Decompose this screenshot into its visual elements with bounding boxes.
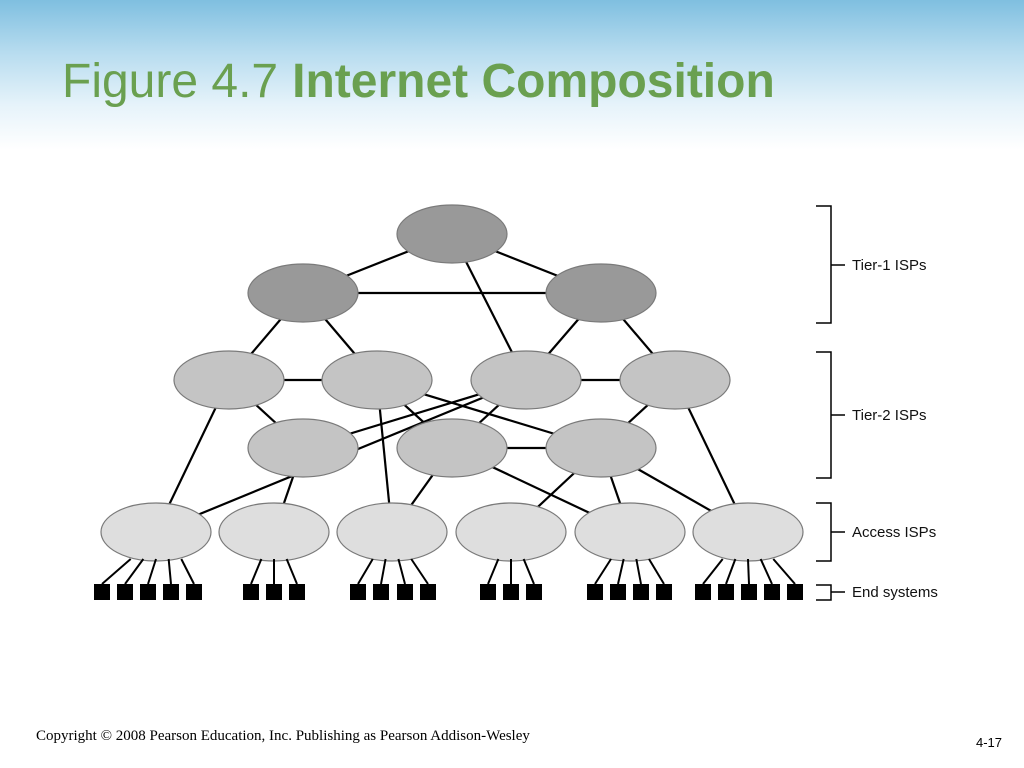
end-system-link <box>147 558 157 585</box>
end-system-link <box>410 558 429 585</box>
end-system-square <box>587 584 603 600</box>
page-number: 4-17 <box>975 735 1002 750</box>
end-system-square <box>350 584 366 600</box>
end-system-link <box>101 558 132 585</box>
end-system-link <box>487 558 500 585</box>
end-system-link <box>725 558 737 585</box>
end-system-square <box>266 584 282 600</box>
end-systems-label: End systems <box>852 584 938 601</box>
access-isp-node <box>336 502 448 562</box>
tier2-isp-node <box>619 350 731 410</box>
end-system-square <box>186 584 202 600</box>
end-system-square <box>480 584 496 600</box>
end-system-link <box>167 558 172 585</box>
end-system-square <box>526 584 542 600</box>
access-isp-node <box>218 502 330 562</box>
end-system-link <box>635 558 642 585</box>
end-system-link <box>250 558 263 585</box>
end-system-square <box>503 584 519 600</box>
end-system-square <box>289 584 305 600</box>
end-system-link <box>357 558 374 585</box>
access-isp-node <box>692 502 804 562</box>
tier1-bracket <box>816 205 845 324</box>
end-system-square <box>695 584 711 600</box>
end-system-square <box>163 584 179 600</box>
tier2-isp-node <box>396 418 508 478</box>
end-system-link <box>648 558 665 585</box>
end-system-square <box>656 584 672 600</box>
end-system-square <box>94 584 110 600</box>
end-system-link <box>594 558 612 585</box>
end-system-square <box>787 584 803 600</box>
end-system-link <box>772 558 796 585</box>
end-system-link <box>180 558 195 585</box>
end-system-square <box>140 584 156 600</box>
end-system-square <box>420 584 436 600</box>
end-system-link <box>702 558 724 585</box>
tier2-isp-node <box>247 418 359 478</box>
tier2-isp-node <box>545 418 657 478</box>
tier2-label: Tier-2 ISPs <box>852 407 926 424</box>
tier-brackets <box>816 205 845 601</box>
tier2-isp-node <box>470 350 582 410</box>
end-system-square <box>718 584 734 600</box>
access-bracket <box>816 502 845 562</box>
end-system-square <box>633 584 649 600</box>
slide-header-background <box>0 0 1024 150</box>
tier1-isp-node <box>545 263 657 323</box>
tier2-bracket <box>816 351 845 479</box>
end-system-link <box>285 558 298 585</box>
copyright-notice: Copyright © 2008 Pearson Education, Inc.… <box>36 728 530 744</box>
tier2-isp-node <box>321 350 433 410</box>
isp-nodes <box>100 204 804 562</box>
end-system-square <box>764 584 780 600</box>
end-system-square <box>373 584 389 600</box>
end-system-link <box>747 558 750 585</box>
tier1-isp-node <box>396 204 508 264</box>
tier1-isp-node <box>247 263 359 323</box>
tier2-isp-node <box>173 350 285 410</box>
access-isp-node <box>100 502 212 562</box>
end-system-square <box>397 584 413 600</box>
tier1-label: Tier-1 ISPs <box>852 257 926 274</box>
end-system-square <box>117 584 133 600</box>
end-system-link <box>124 558 145 585</box>
end-system-square <box>610 584 626 600</box>
end-system-link <box>759 558 773 585</box>
end-system-square <box>243 584 259 600</box>
access-isp-node <box>574 502 686 562</box>
end-system-link <box>380 558 387 585</box>
end-system-link <box>617 558 625 585</box>
end-system-link <box>397 558 406 585</box>
figure-number: Figure 4.7 <box>62 55 279 108</box>
end-system-link <box>522 558 535 585</box>
end-systems-bracket <box>816 584 845 601</box>
end-system-square <box>741 584 757 600</box>
figure-title: Internet Composition <box>292 55 775 108</box>
end-systems <box>94 558 803 600</box>
access-label: Access ISPs <box>852 524 936 541</box>
access-isp-node <box>455 502 567 562</box>
